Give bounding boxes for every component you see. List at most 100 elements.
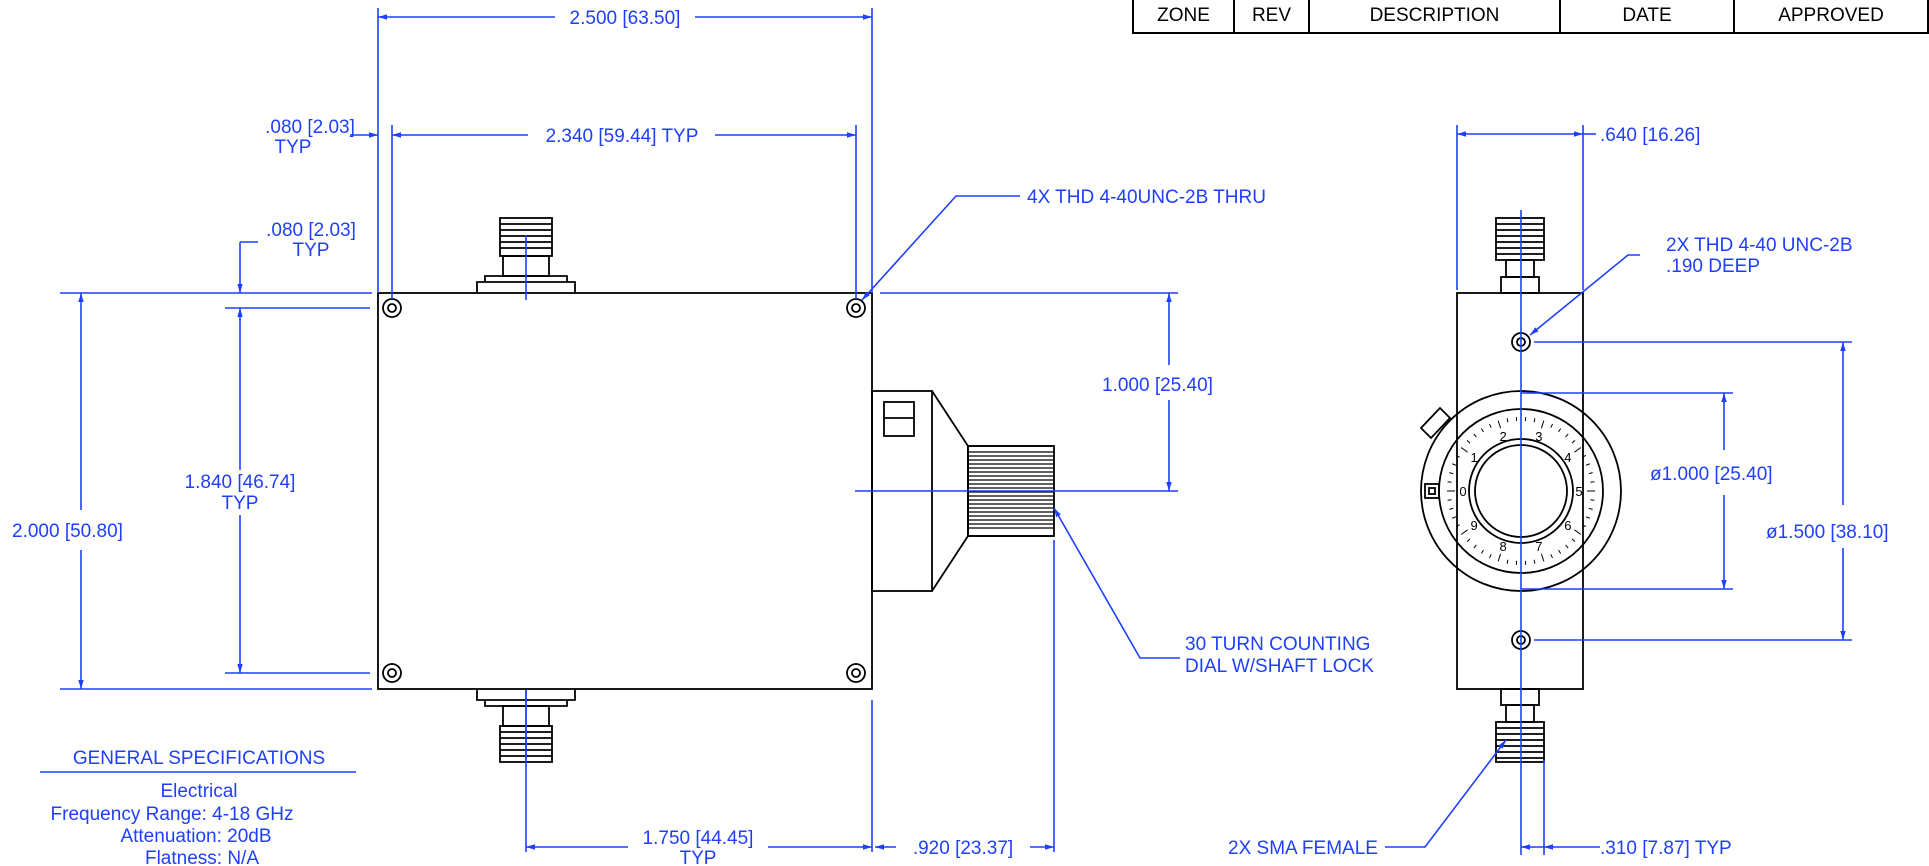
dial-tick [1460,447,1468,453]
general-specifications: GENERAL SPECIFICATIONS Electrical Freque… [40,748,356,866]
dim-overall-width: 2.500 [63.50] [570,8,681,29]
dial-tick [1480,549,1484,554]
dim-edge-offset-h: .080 [2.03] [265,117,355,138]
dial-tick [1550,423,1553,428]
dim-outer-diameter: ø1.500 [38.10] [1766,522,1889,543]
mounting-hole-tl [382,298,402,318]
dial-tick [1565,544,1569,549]
dim-shaft-height: 1.000 [25.40] [1102,375,1213,396]
dim-edge-offset-v-typ: TYP [293,240,330,261]
side-sma-top [1495,217,1545,294]
dial-note-line1: 30 TURN COUNTING [1185,634,1370,655]
dial-tick [1449,472,1454,475]
dial-tick [1460,529,1468,535]
side-thread-line2: .190 DEEP [1666,256,1760,277]
dial-tick [1588,507,1593,510]
dial-tick [1466,439,1471,444]
front-view [377,217,1055,763]
dial-tick [1571,538,1576,543]
dimension-labels: 2.500 [63.50] 2.340 [59.44] TYP .080 [2.… [12,8,1889,866]
dim-side-width: .640 [16.26] [1600,125,1700,146]
dial-tick [1455,524,1460,528]
mounting-hole-br [846,663,866,683]
dim-hole-height: 1.840 [46.74] [185,472,296,493]
dim-edge-offset-h-typ: TYP [275,137,312,158]
dial-tick [1550,554,1553,559]
dial-tick [1558,549,1562,554]
dial-tick [1582,524,1587,528]
dial-number: 9 [1470,518,1477,533]
dial-tick [1574,447,1582,453]
dial-tick [1447,499,1452,501]
mounting-hole-bl [382,663,402,683]
dial-tick [1540,553,1545,562]
dial-tick [1506,418,1509,423]
dial-tick [1571,439,1576,444]
dial-tick [1466,538,1471,543]
dial-number: 2 [1499,429,1506,444]
dim-inner-diameter: ø1.000 [25.40] [1650,464,1773,485]
dim-sma-offset: .310 [7.87] TYP [1600,838,1732,859]
dial-tick [1497,420,1502,429]
rev-col-date: DATE [1561,0,1735,32]
side-housing [1456,292,1584,690]
sma-note: 2X SMA FEMALE [1228,838,1378,859]
dial-tick [1506,559,1509,564]
spec-flatness: Flatness: N/A [145,848,259,866]
side-sma-bottom [1495,688,1545,763]
thread-note: 4X THD 4-40UNC-2B THRU [1027,187,1266,208]
dial-tick [1585,463,1590,466]
dimension-lines [60,8,1852,855]
dial-number: 7 [1535,539,1542,554]
housing-body [377,292,873,690]
rev-col-rev: REV [1235,0,1310,32]
dial-tick [1455,454,1460,458]
dim-hole-height-typ: TYP [222,493,259,514]
dial-tick [1473,544,1477,549]
dial-tick [1449,507,1454,510]
dial-number: 4 [1564,450,1571,465]
side-thread-line1: 2X THD 4-40 UNC-2B [1666,235,1853,256]
dial-tick [1473,433,1477,438]
dial-tick [1565,433,1569,438]
dial-tick [1574,529,1582,535]
dial-number: 8 [1499,539,1506,554]
dial-tick [1590,499,1595,501]
dim-hole-spacing: 2.340 [59.44] TYP [546,126,699,147]
dial-note-line2: DIAL W/SHAFT LOCK [1185,656,1374,677]
revision-table: ZONE REV DESCRIPTION DATE APPROVED [1132,0,1929,34]
dial-tick [1489,423,1492,428]
dial-tick [1452,516,1457,519]
dim-overall-height: 2.000 [50.80] [12,521,123,542]
dim-dial-depth: .920 [23.37] [913,838,1013,859]
dial-number: 5 [1575,484,1582,499]
rev-col-description: DESCRIPTION [1310,0,1561,32]
dial-tick [1447,481,1452,483]
dial-number: 3 [1535,429,1542,444]
dial-tick [1533,418,1536,423]
rev-col-zone: ZONE [1134,0,1235,32]
dial-tick [1533,559,1536,564]
dim-edge-offset-v: .080 [2.03] [266,220,356,241]
dial-number: 6 [1564,518,1571,533]
spec-frequency: Frequency Range: 4-18 GHz [51,804,294,825]
dial-tick [1590,481,1595,483]
dial-tick [1540,420,1545,429]
dial-tick [1489,554,1492,559]
dial-number: 1 [1470,450,1477,465]
dial-tick [1558,428,1562,433]
dial-tick [1582,454,1587,458]
spec-attenuation: Attenuation: 20dB [120,826,271,847]
spec-section: Electrical [160,781,237,802]
dial-tick [1452,463,1457,466]
dial-tick [1480,428,1484,433]
dim-connector-spacing-typ: TYP [680,848,717,866]
dial-number: 0 [1459,484,1466,499]
spec-title: GENERAL SPECIFICATIONS [73,748,325,769]
mounting-hole-tr [846,298,866,318]
dial-tick [1588,472,1593,475]
dial-tick [1497,553,1502,562]
dim-connector-spacing: 1.750 [44.45] [643,828,754,849]
rev-col-approved: APPROVED [1735,0,1929,32]
